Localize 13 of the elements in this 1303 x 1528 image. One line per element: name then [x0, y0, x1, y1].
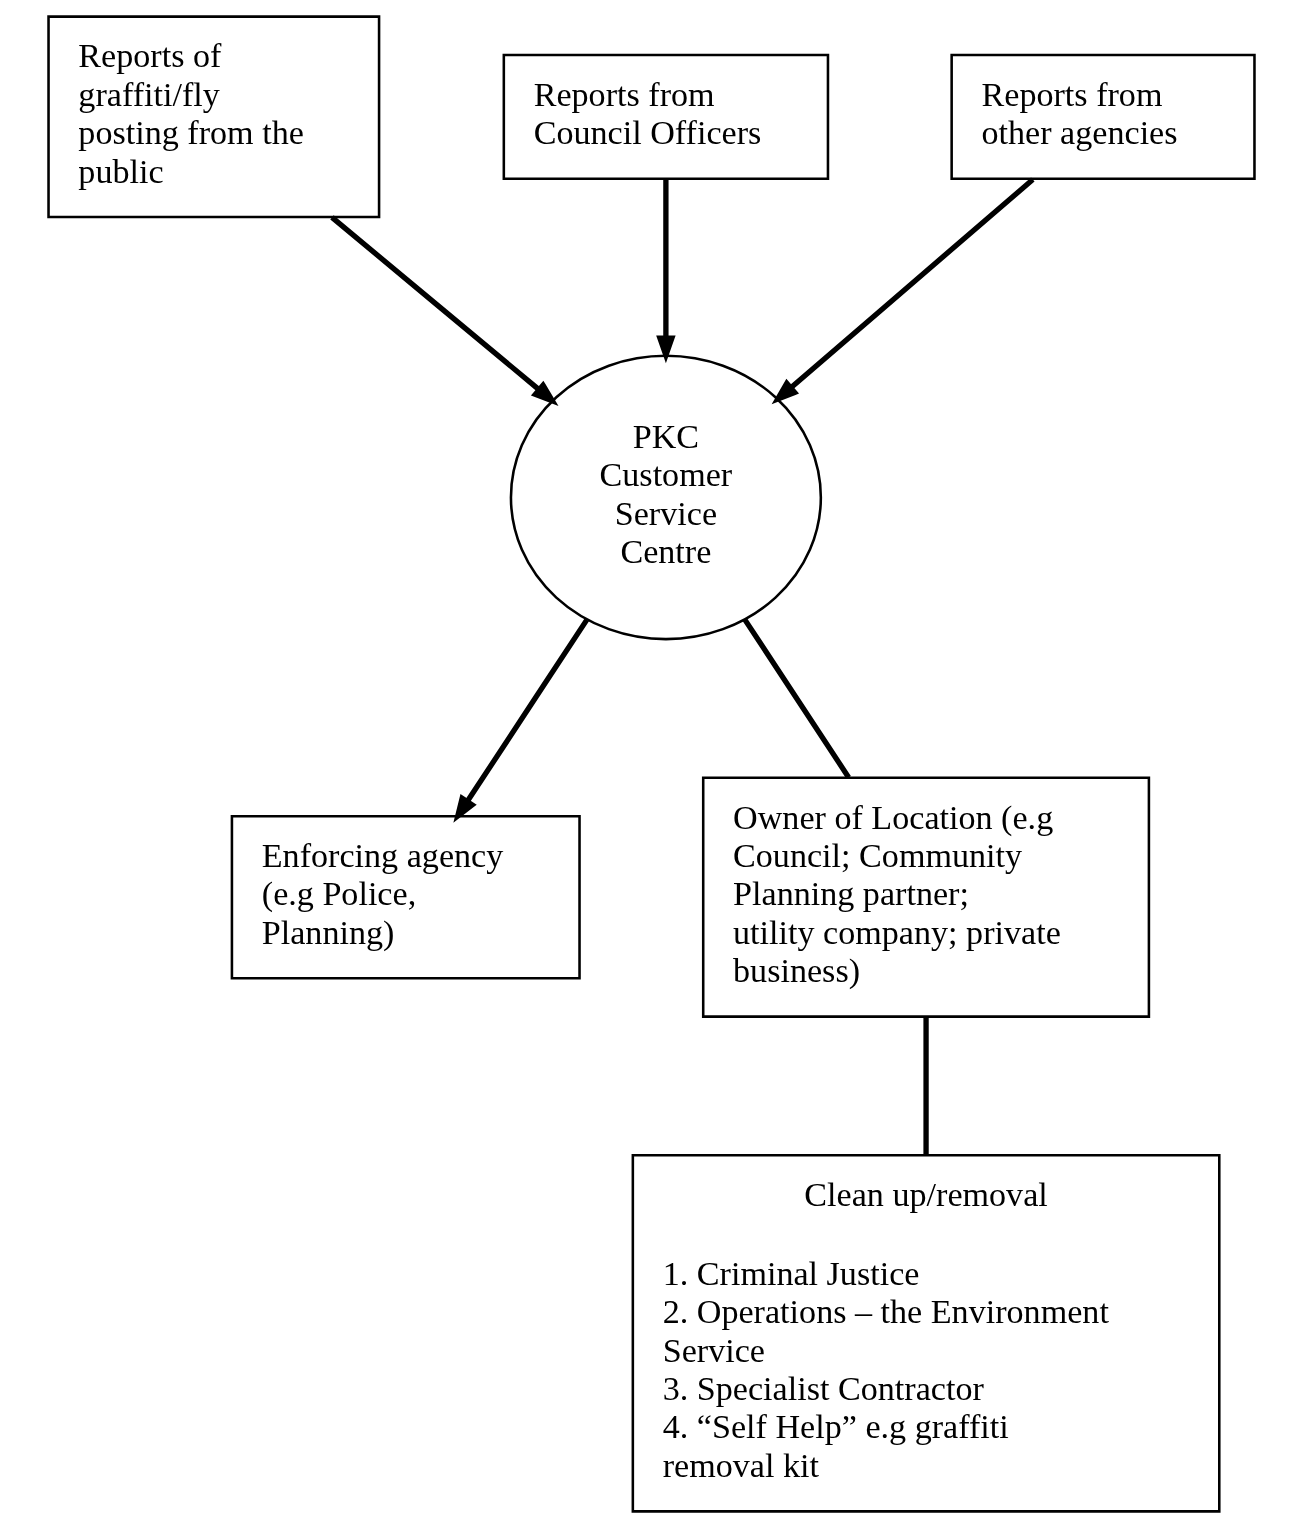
node-box: Reports from other agencies: [950, 53, 1256, 180]
arrow: [330, 215, 559, 406]
connector: [742, 618, 851, 779]
arrow: [771, 177, 1035, 405]
node-box: Reports from Council Officers: [502, 53, 830, 180]
node-circle: PKC Customer Service Centre: [509, 354, 823, 641]
arrow: [656, 179, 676, 364]
node-box: Owner of Location (e.g Council; Community Planning partner; utility company; private business): [701, 776, 1151, 1018]
connector: [923, 1016, 929, 1155]
node-box: Enforcing agency (e.g Police, Planning): [230, 814, 581, 980]
node-box: Clean up/removal 1. Criminal Justice 2. Operations – the Environment Service 3. Specialist Contractor 4. “Self Help” e.g graffiti removal kit: [631, 1153, 1221, 1513]
arrow: [453, 618, 589, 823]
node-box: Reports of graffiti/fly posting from the public: [47, 15, 381, 219]
